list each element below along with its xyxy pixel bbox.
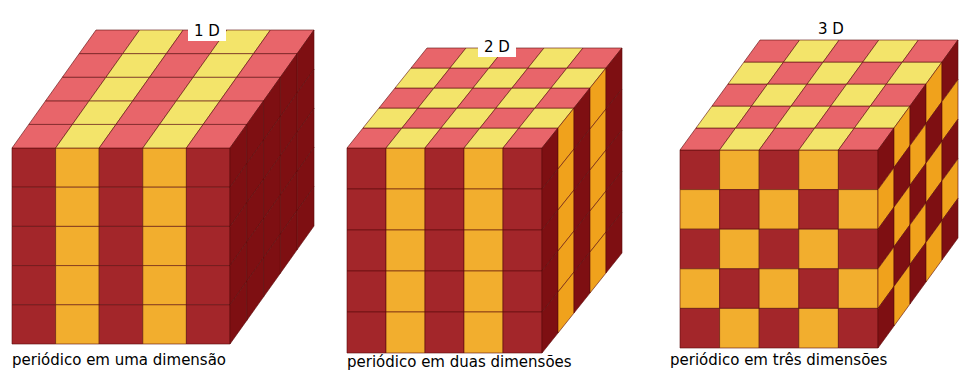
front-face-cell xyxy=(838,269,878,309)
dimension-label: 3 D xyxy=(812,20,850,39)
front-face-cell xyxy=(347,148,386,189)
side-face-cell xyxy=(942,198,958,260)
front-face-cell xyxy=(503,230,542,271)
side-face-cell xyxy=(297,187,314,250)
front-face-cell xyxy=(186,187,230,226)
front-face-cell xyxy=(680,269,720,309)
front-face-cell xyxy=(759,308,799,348)
front-face-cell xyxy=(799,269,839,309)
front-face-cell xyxy=(12,187,56,226)
front-face-cell xyxy=(143,226,187,265)
front-face-cell xyxy=(720,190,760,230)
front-face-cell xyxy=(838,229,878,269)
front-face-cell xyxy=(56,148,100,187)
front-face-cell xyxy=(503,148,542,189)
front-face-cell xyxy=(12,226,56,265)
front-face-cell xyxy=(503,189,542,230)
front-face-cell xyxy=(143,266,187,305)
front-face-cell xyxy=(12,266,56,305)
front-face-cell xyxy=(425,312,464,353)
front-face-cell xyxy=(759,269,799,309)
front-face-cell xyxy=(99,305,143,344)
front-face-cell xyxy=(464,148,503,189)
front-face-cell xyxy=(464,189,503,230)
front-face-cell xyxy=(186,226,230,265)
side-face-cell xyxy=(574,252,590,313)
front-face-cell xyxy=(680,190,720,230)
front-face-cell xyxy=(799,308,839,348)
front-face-cell xyxy=(386,230,425,271)
front-face-cell xyxy=(838,190,878,230)
front-face-cell xyxy=(425,271,464,312)
side-face-cell xyxy=(590,232,606,293)
front-face-cell xyxy=(12,148,56,187)
side-face-cell xyxy=(926,220,942,282)
front-face-cell xyxy=(56,305,100,344)
front-face-cell xyxy=(99,148,143,187)
side-face-cell xyxy=(894,264,910,326)
caption-label: periódico em duas dimensões xyxy=(345,354,574,371)
front-face-cell xyxy=(143,187,187,226)
front-face-cell xyxy=(186,305,230,344)
front-face-cell xyxy=(799,229,839,269)
front-face-cell xyxy=(12,305,56,344)
front-face-cell xyxy=(680,150,720,190)
front-face-cell xyxy=(503,312,542,353)
front-face-cell xyxy=(759,229,799,269)
side-face-cell xyxy=(558,272,574,333)
front-face-cell xyxy=(347,189,386,230)
side-face-cell xyxy=(878,286,894,348)
front-face-cell xyxy=(143,148,187,187)
front-face-cell xyxy=(99,187,143,226)
front-face-cell xyxy=(56,266,100,305)
front-face-cell xyxy=(186,148,230,187)
side-face-cell xyxy=(910,242,926,304)
front-face-cell xyxy=(464,271,503,312)
front-face-cell xyxy=(759,150,799,190)
front-face-cell xyxy=(503,271,542,312)
front-face-cell xyxy=(720,269,760,309)
front-face-cell xyxy=(838,150,878,190)
front-face-cell xyxy=(680,229,720,269)
front-face-cell xyxy=(386,271,425,312)
front-face-cell xyxy=(799,150,839,190)
front-face-cell xyxy=(680,308,720,348)
front-face-cell xyxy=(720,150,760,190)
front-face-cell xyxy=(186,266,230,305)
dimension-label: 1 D xyxy=(188,22,226,41)
front-face-cell xyxy=(56,226,100,265)
front-face-cell xyxy=(99,226,143,265)
front-face-cell xyxy=(347,230,386,271)
front-face-cell xyxy=(464,312,503,353)
front-face-cell xyxy=(838,308,878,348)
front-face-cell xyxy=(386,148,425,189)
front-face-cell xyxy=(347,271,386,312)
side-face-cell xyxy=(264,234,281,297)
front-face-cell xyxy=(56,187,100,226)
front-face-cell xyxy=(720,229,760,269)
front-face-cell xyxy=(347,312,386,353)
front-face-cell xyxy=(99,266,143,305)
dimension-label: 2 D xyxy=(478,38,516,57)
front-face-cell xyxy=(386,312,425,353)
front-face-cell xyxy=(425,148,464,189)
side-face-cell xyxy=(606,212,622,273)
front-face-cell xyxy=(759,190,799,230)
caption-label: periódico em uma dimensão xyxy=(10,352,228,369)
front-face-cell xyxy=(425,230,464,271)
side-face-cell xyxy=(230,281,247,344)
caption-label: periódico em três dimensões xyxy=(668,352,889,369)
front-face-cell xyxy=(720,308,760,348)
front-face-cell xyxy=(799,190,839,230)
front-face-cell xyxy=(143,305,187,344)
side-face-cell xyxy=(247,258,264,321)
front-face-cell xyxy=(425,189,464,230)
side-face-cell xyxy=(280,210,297,273)
side-face-cell xyxy=(542,292,558,353)
front-face-cell xyxy=(386,189,425,230)
front-face-cell xyxy=(464,230,503,271)
